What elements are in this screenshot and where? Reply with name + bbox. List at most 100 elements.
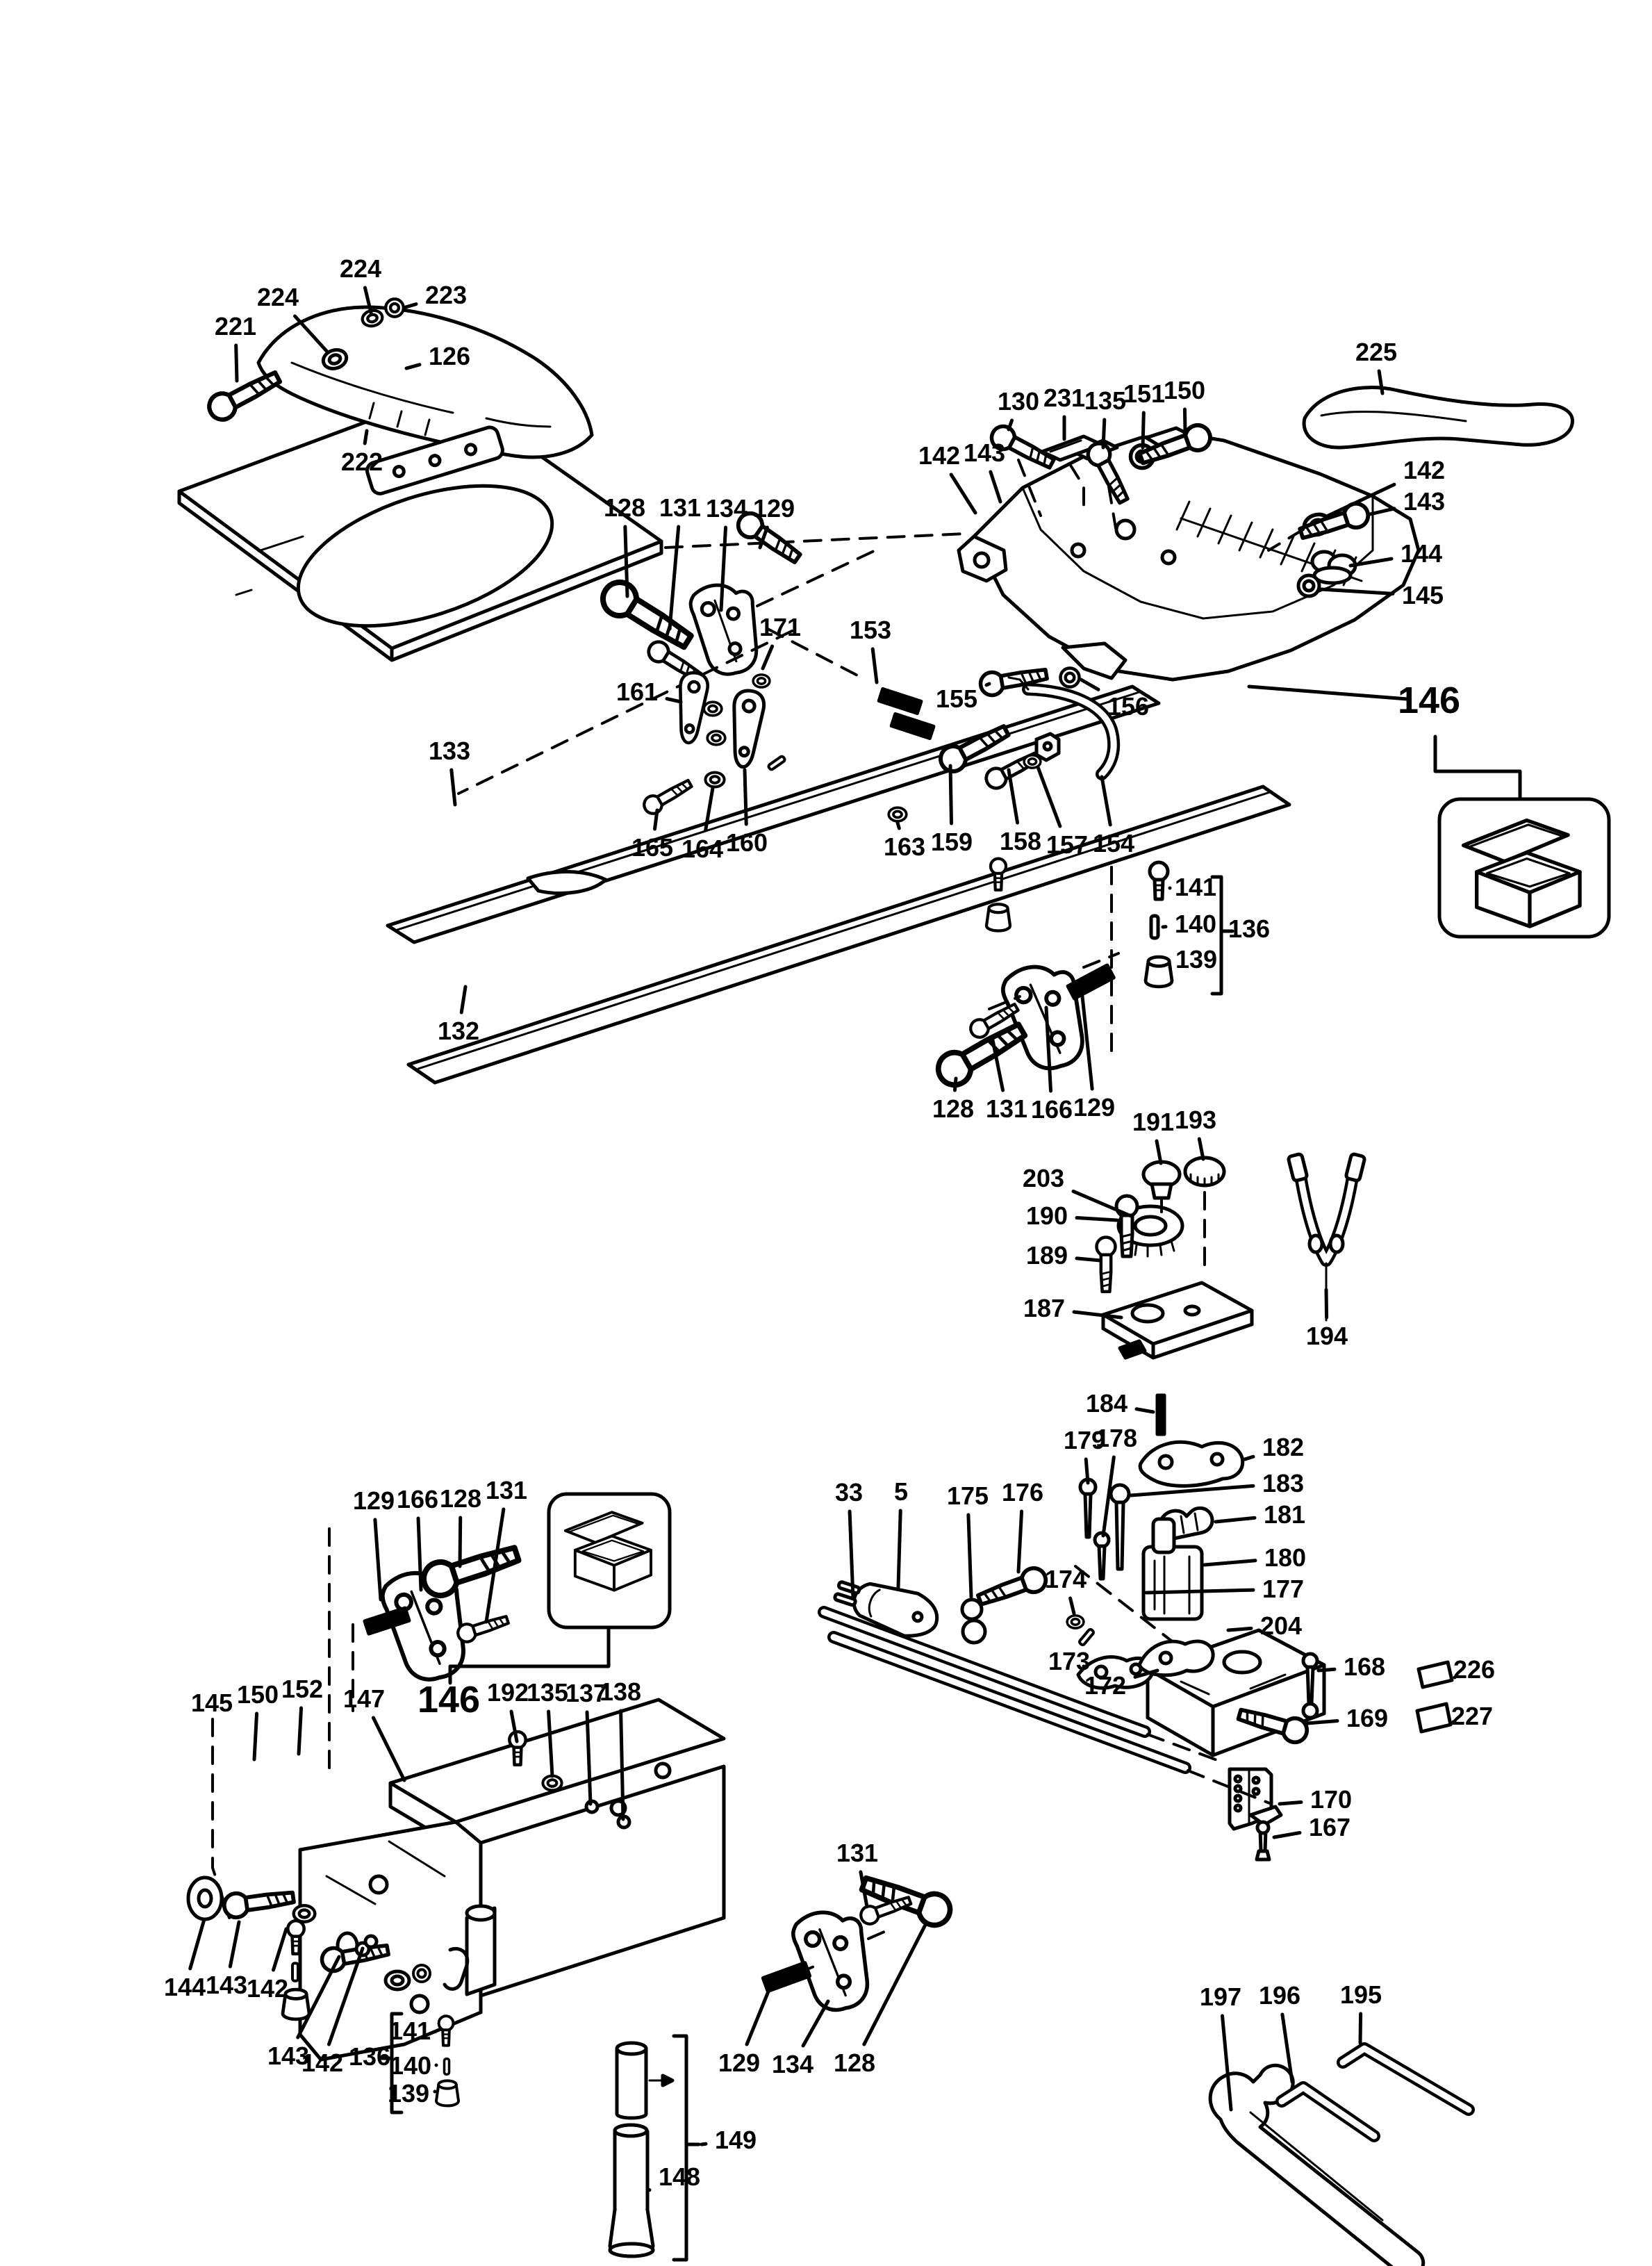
part-callout-142: 142	[918, 441, 961, 470]
part-callout-227: 227	[1451, 1702, 1494, 1730]
leader-line	[743, 768, 748, 826]
leader-line	[1221, 2014, 1233, 2112]
part-callout-166: 166	[1030, 1095, 1073, 1124]
part-callout-196: 196	[1258, 1981, 1301, 2010]
leader-line	[1036, 765, 1062, 828]
leader-line	[1316, 1667, 1337, 1673]
part-callout-140: 140	[1174, 910, 1217, 938]
part-callout-197: 197	[1199, 1982, 1242, 2011]
part-callout-168: 168	[1343, 1652, 1386, 1681]
boxed-kit-callouts-146	[448, 684, 1611, 1685]
part-callout-129: 129	[352, 1486, 395, 1515]
leader-line	[371, 1716, 406, 1782]
part-callout-143: 143	[267, 2042, 310, 2070]
leader-line	[1144, 1588, 1255, 1595]
leader-line	[1101, 418, 1107, 450]
leader-line	[1016, 1509, 1024, 1574]
leader-line	[373, 1518, 383, 1602]
part-callout-153: 153	[849, 616, 892, 644]
table-assembly	[177, 299, 967, 662]
leader-line	[1278, 1800, 1303, 1806]
part-callout-160: 160	[725, 828, 768, 857]
part-callout-136: 136	[1228, 914, 1271, 943]
part-callout-192: 192	[486, 1678, 529, 1707]
leader-line	[404, 363, 422, 370]
leader-line	[296, 1955, 341, 2039]
leader-line	[293, 314, 329, 353]
knob-and-plate-group	[1097, 1158, 1254, 1360]
part-callout-147: 147	[342, 1684, 386, 1713]
part-callout-128: 128	[603, 493, 646, 522]
leader-line	[990, 1035, 1005, 1092]
leader-line	[761, 644, 775, 671]
leader-line	[1348, 557, 1394, 568]
leader-line	[653, 808, 659, 831]
leader-line	[458, 1516, 463, 1568]
leader-line	[459, 985, 468, 1015]
leader-line	[704, 786, 715, 832]
upper-housing-assembly	[457, 386, 1574, 795]
part-callout-177: 177	[1262, 1575, 1305, 1603]
leader-line	[416, 1516, 423, 1592]
part-callout-189: 189	[1025, 1241, 1068, 1270]
part-callout-182: 182	[1262, 1433, 1305, 1461]
part-callout-138: 138	[599, 1677, 642, 1706]
part-callout-150: 150	[1163, 376, 1206, 404]
part-callout-143: 143	[1403, 487, 1446, 516]
part-callout-140: 140	[389, 2051, 432, 2080]
part-callout-194: 194	[1305, 1322, 1348, 1350]
leader-line	[619, 1709, 625, 1821]
leader-line	[719, 525, 728, 612]
leader-line	[1305, 1719, 1339, 1725]
part-callout-190: 190	[1025, 1201, 1068, 1230]
part-callout-154: 154	[1092, 829, 1135, 857]
part-callout-165: 165	[631, 833, 674, 862]
leader-line	[1075, 1216, 1119, 1222]
leader-line	[859, 1870, 869, 1909]
part-callout-144: 144	[163, 1973, 206, 2001]
leader-line	[984, 682, 991, 687]
part-callout-173: 173	[1048, 1647, 1091, 1675]
part-callout-146: 146	[1397, 680, 1461, 721]
part-callout-176: 176	[1001, 1478, 1044, 1506]
part-callout-195: 195	[1339, 1980, 1382, 2009]
leader-line	[948, 764, 954, 826]
part-callout-178: 178	[1095, 1424, 1138, 1452]
leader-line	[1134, 1407, 1155, 1414]
leader-line	[547, 1709, 554, 1778]
leader-line	[989, 470, 1002, 504]
leader-line	[665, 697, 683, 704]
leader-line	[404, 302, 418, 309]
clamp-group-mid	[932, 952, 1120, 1091]
leader-line	[1214, 1516, 1257, 1524]
part-callout-130: 130	[997, 387, 1040, 416]
leader-line	[1155, 1139, 1163, 1165]
lower-base-assembly	[186, 1527, 955, 2262]
leader-line	[1044, 1005, 1053, 1093]
leader-line	[668, 525, 681, 631]
leader-line	[271, 1927, 288, 1972]
leader-line	[484, 1507, 506, 1624]
part-callout-148: 148	[658, 2162, 701, 2191]
part-callout-204: 204	[1259, 1611, 1303, 1640]
part-callout-159: 159	[930, 828, 973, 856]
part-callout-136: 136	[348, 2042, 391, 2071]
leader-line	[1324, 1288, 1329, 1320]
part-callout-143: 143	[205, 1971, 248, 1999]
part-callout-144: 144	[1400, 539, 1443, 568]
part-callout-158: 158	[999, 827, 1042, 855]
part-callout-152: 152	[281, 1675, 324, 1703]
part-callout-187: 187	[1023, 1294, 1066, 1322]
leader-line	[1319, 587, 1395, 596]
leader-line	[870, 647, 879, 684]
leader-line	[1080, 994, 1094, 1091]
part-callout-126: 126	[428, 342, 471, 370]
part-callout-131: 131	[485, 1476, 528, 1504]
leader-line	[623, 525, 629, 598]
part-callout-156: 156	[1107, 692, 1150, 721]
cord-194	[1287, 1152, 1366, 1322]
leader-line	[1007, 418, 1014, 432]
part-callout-5: 5	[893, 1477, 909, 1506]
part-callout-184: 184	[1085, 1389, 1128, 1418]
